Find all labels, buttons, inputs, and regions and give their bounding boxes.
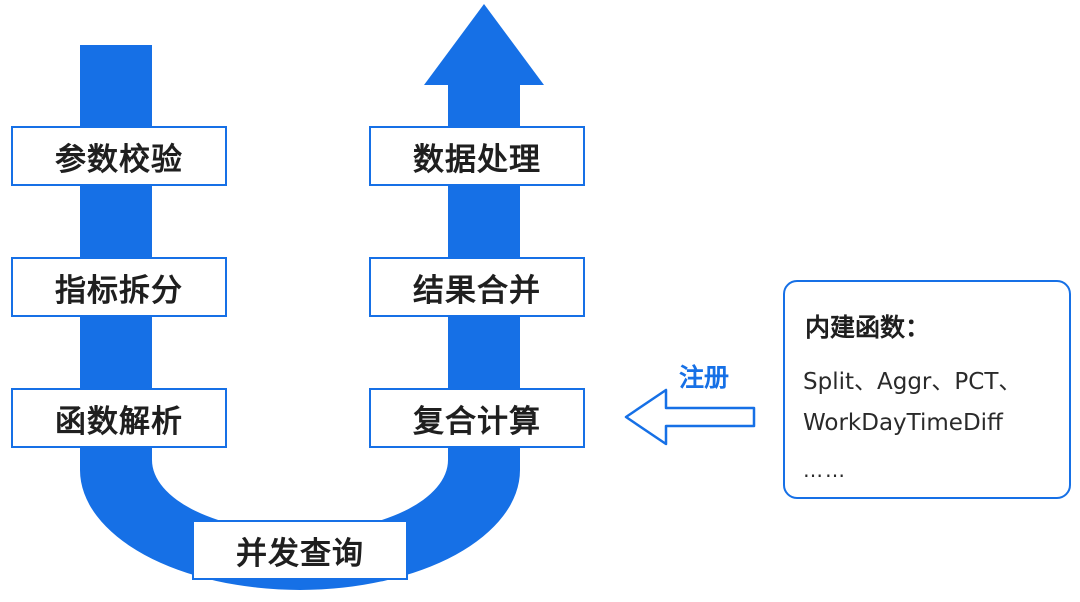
builtin-functions-line: Split、Aggr、PCT、	[803, 369, 1022, 395]
step-data-process: 数据处理	[369, 126, 585, 186]
builtin-functions-panel: 内建函数： Split、Aggr、PCT、 WorkDayTimeDiff ……	[783, 280, 1071, 499]
step-function-parse: 函数解析	[11, 388, 227, 448]
builtin-functions-title: 内建函数：	[805, 313, 931, 342]
step-metric-split: 指标拆分	[11, 257, 227, 317]
step-composite-compute: 复合计算	[369, 388, 585, 448]
step-result-merge: 结果合并	[369, 257, 585, 317]
register-label: 注册	[678, 363, 729, 392]
step-concurrent-query: 并发查询	[192, 520, 408, 580]
u-turn-arrow-icon	[80, 45, 520, 590]
left-hollow-arrow-icon	[624, 388, 756, 446]
step-params-check: 参数校验	[11, 126, 227, 186]
arrow-head-icon	[424, 4, 544, 85]
builtin-functions-ellipsis: ……	[803, 458, 847, 482]
builtin-functions-line: WorkDayTimeDiff	[803, 410, 1003, 436]
